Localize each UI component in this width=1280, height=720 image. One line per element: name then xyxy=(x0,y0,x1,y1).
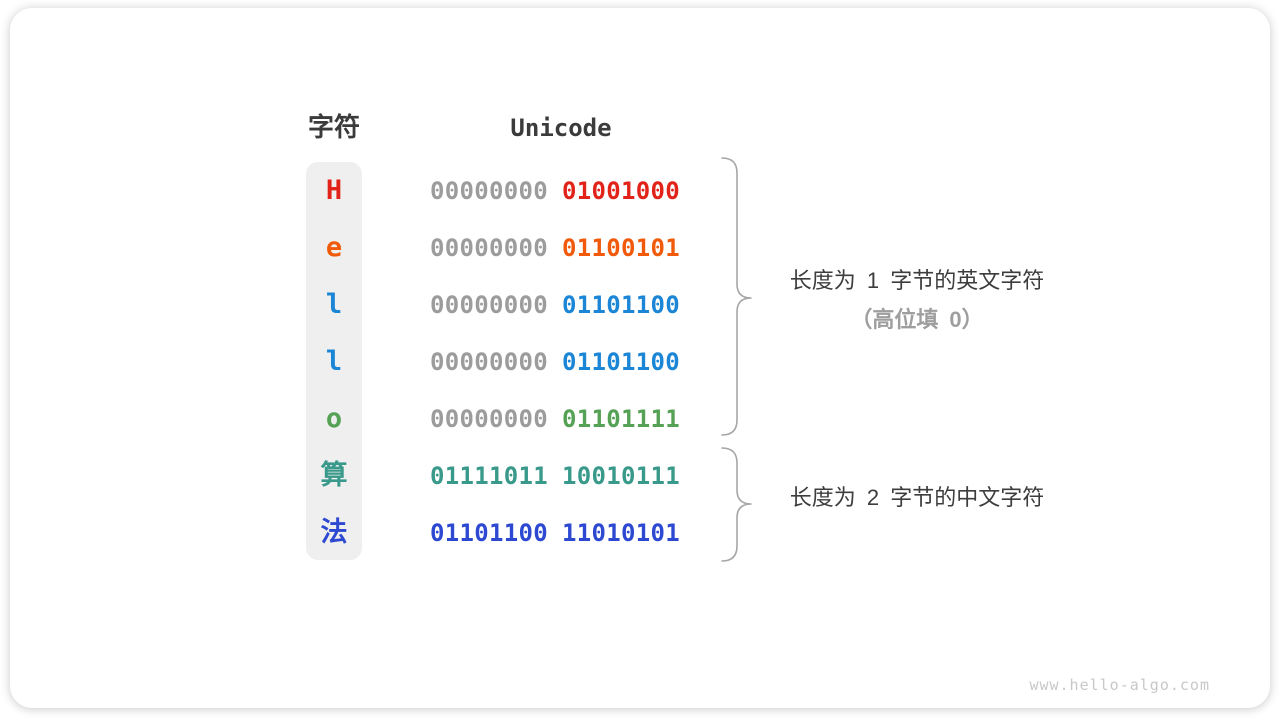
table-row: l 00000000 01101100 xyxy=(10,276,1270,333)
byte-high: 00000000 xyxy=(430,404,548,433)
annotation-chinese-line1: 长度为 2 字节的中文字符 xyxy=(789,485,1045,510)
column-header-char: 字符 xyxy=(307,112,360,142)
table-row: 法 01101100 11010101 xyxy=(10,504,1270,561)
diagram-card: 字符 Unicode H 00000000 01001000 e 0000000… xyxy=(10,8,1270,708)
byte-low: 10010111 xyxy=(562,461,680,490)
character-cell: 法 xyxy=(320,517,348,548)
character-cell: o xyxy=(325,403,343,434)
byte-high: 00000000 xyxy=(430,233,548,262)
byte-high: 01101100 xyxy=(430,518,548,547)
unicode-bytes-cell: 01101100 11010101 xyxy=(430,504,680,561)
table-row: H 00000000 01001000 xyxy=(10,162,1270,219)
byte-high: 00000000 xyxy=(430,347,548,376)
annotation-english-group: 长度为 1 字节的英文字符 （高位填 0） xyxy=(752,266,1082,335)
char-column-background xyxy=(306,162,362,560)
byte-low: 01101100 xyxy=(562,347,680,376)
brace-chinese-group xyxy=(721,447,752,562)
byte-low: 01100101 xyxy=(562,233,680,262)
character-cell: l xyxy=(325,289,343,320)
table-row: l 00000000 01101100 xyxy=(10,333,1270,390)
table-row: 算 01111011 10010111 xyxy=(10,447,1270,504)
table-row: e 00000000 01100101 xyxy=(10,219,1270,276)
byte-low: 11010101 xyxy=(562,518,680,547)
byte-high: 01111011 xyxy=(430,461,548,490)
unicode-bytes-cell: 00000000 01101111 xyxy=(430,390,680,447)
unicode-bytes-cell: 01111011 10010111 xyxy=(430,447,680,504)
character-cell: e xyxy=(325,232,343,263)
table-row: o 00000000 01101111 xyxy=(10,390,1270,447)
byte-high: 00000000 xyxy=(430,176,548,205)
character-cell: H xyxy=(325,175,343,206)
unicode-bytes-cell: 00000000 01101100 xyxy=(430,333,680,390)
byte-low: 01101100 xyxy=(562,290,680,319)
watermark: www.hello-algo.com xyxy=(1029,676,1210,694)
byte-high: 00000000 xyxy=(430,290,548,319)
unicode-bytes-cell: 00000000 01001000 xyxy=(430,162,680,219)
unicode-table-rows: H 00000000 01001000 e 00000000 01100101 … xyxy=(10,162,1270,561)
unicode-bytes-cell: 00000000 01100101 xyxy=(430,219,680,276)
annotation-chinese-group: 长度为 2 字节的中文字符 xyxy=(752,483,1082,513)
character-cell: 算 xyxy=(320,460,348,491)
unicode-bytes-cell: 00000000 01101100 xyxy=(430,276,680,333)
character-cell: l xyxy=(325,346,343,377)
byte-low: 01101111 xyxy=(562,404,680,433)
annotation-english-line1: 长度为 1 字节的英文字符 xyxy=(789,268,1045,293)
brace-english-group xyxy=(721,157,752,436)
byte-low: 01001000 xyxy=(562,176,680,205)
column-header-unicode: Unicode xyxy=(510,114,612,142)
annotation-english-line2: （高位填 0） xyxy=(850,307,984,332)
